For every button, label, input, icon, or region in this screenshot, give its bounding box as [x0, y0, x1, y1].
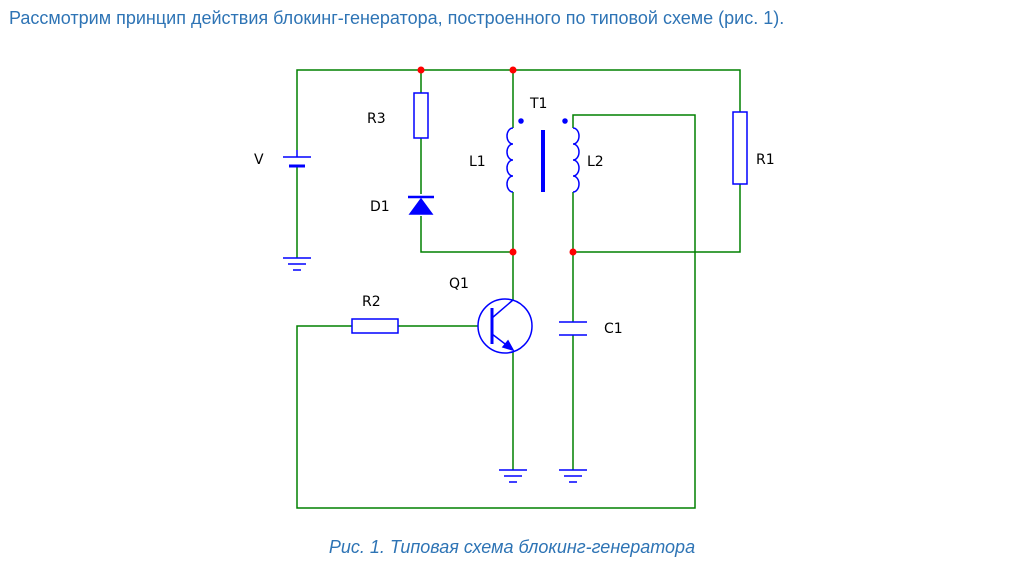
- label-l1: L1: [469, 154, 486, 170]
- wires: [296, 69, 741, 509]
- label-l2: L2: [587, 154, 604, 170]
- inductor-l1: [506, 127, 514, 193]
- intro-paragraph: Рассмотрим принцип действия блокинг-гене…: [9, 8, 785, 28]
- capacitor-c1: [559, 321, 587, 336]
- node-collector: [509, 248, 517, 256]
- wire-top-rail: [296, 69, 741, 150]
- label-r2: R2: [362, 294, 381, 310]
- wire-d1-collector: [420, 216, 513, 253]
- diode-d1: [408, 195, 434, 215]
- node-l2-bottom: [569, 248, 577, 256]
- resistor-r3: [413, 92, 429, 139]
- inductor-l2: [572, 127, 580, 193]
- battery-v: [283, 150, 311, 168]
- ground-emitter: [499, 469, 527, 483]
- transistor-q1: [477, 298, 533, 354]
- polarity-dot-l1: [518, 118, 524, 124]
- label-v: V: [254, 152, 264, 168]
- label-q1: Q1: [449, 276, 469, 292]
- ground-capacitor: [559, 469, 587, 483]
- resistor-r2: [351, 318, 399, 334]
- components: [283, 92, 748, 483]
- wire-node-r1: [573, 184, 741, 253]
- wire-l2-feedback: [296, 114, 696, 509]
- label-t1: T1: [529, 96, 547, 112]
- label-r3: R3: [367, 111, 386, 127]
- component-labels: V R3 T1 L1 L2 R1 D1 Q1 R2 C1: [254, 96, 775, 337]
- node-top-t1: [509, 66, 517, 74]
- polarity-dot-l2: [562, 118, 568, 124]
- node-top-r3: [417, 66, 425, 74]
- figure-caption: Рис. 1. Типовая схема блокинг-генератора: [328, 537, 696, 557]
- junction-nodes: [417, 66, 577, 256]
- resistor-r1: [732, 111, 748, 185]
- label-d1: D1: [370, 199, 390, 215]
- ground-battery: [283, 257, 311, 271]
- label-c1: C1: [604, 321, 623, 337]
- label-r1: R1: [756, 152, 775, 168]
